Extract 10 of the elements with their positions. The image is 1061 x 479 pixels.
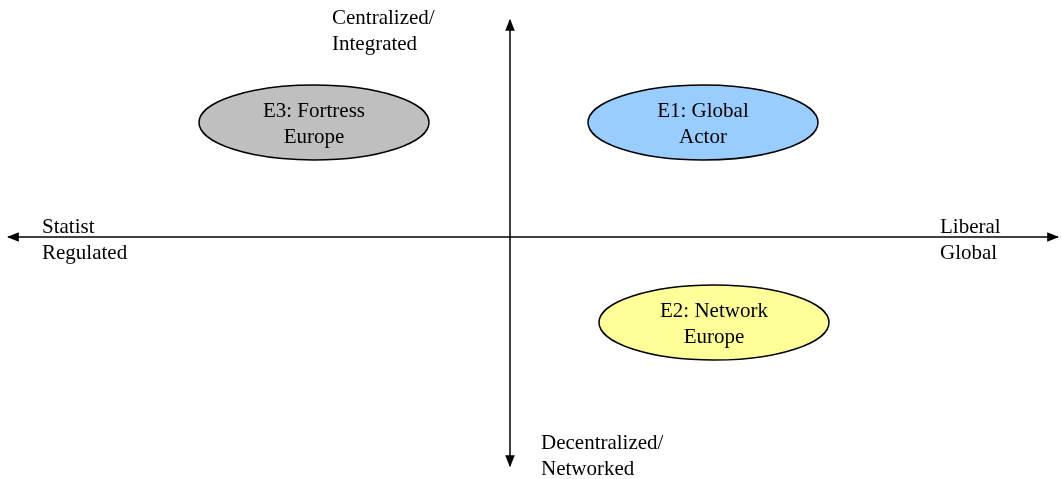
axis-label: Decentralized/ Networked (541, 429, 665, 479)
scenario-label: E1: Global Actor (656, 96, 750, 149)
axis-label: Liberal Global (940, 213, 1002, 265)
scenario-label: E3: Fortress Europe (261, 96, 367, 149)
scenario-ellipse (198, 84, 430, 161)
scenario-ellipse (587, 84, 819, 161)
axis-label: Centralized/ Integrated (332, 4, 436, 56)
axis-label: Statist Regulated (42, 213, 129, 265)
scenario-ellipse (598, 284, 830, 361)
scenario-label: E2: Network Europe (659, 296, 769, 349)
